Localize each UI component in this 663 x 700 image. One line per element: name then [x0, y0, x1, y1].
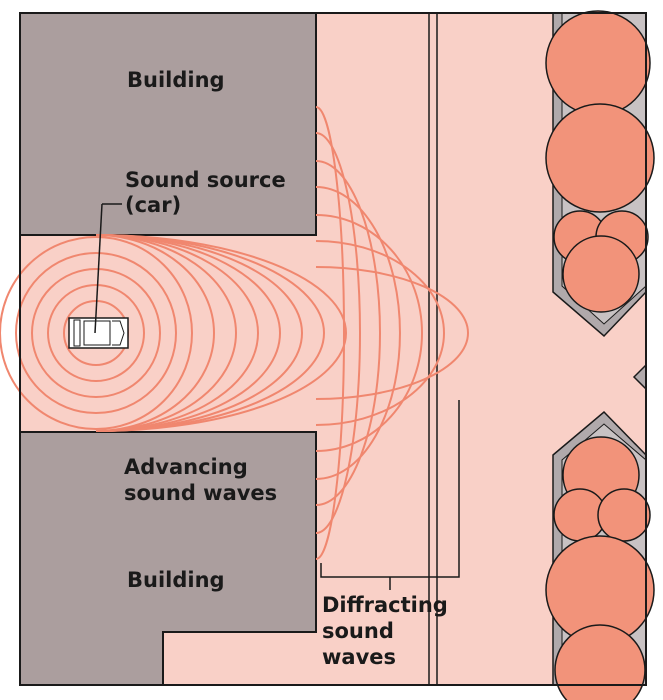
diffracting-waves-label-2: sound [322, 619, 394, 643]
advancing-waves-sublabel: sound waves [124, 481, 277, 505]
diffracted-wave [315, 106, 345, 560]
building-top [19, 12, 317, 236]
wave-circle [47, 284, 145, 382]
wave-arc [95, 234, 303, 432]
diffracted-wave [315, 266, 469, 400]
building-bottom-label: Building [127, 568, 225, 592]
wave-arc [95, 234, 325, 432]
wave-arc [95, 234, 281, 432]
building-top-label: Building [127, 68, 225, 92]
diffracting-waves-label: Diffracting [322, 593, 448, 617]
diffracted-wave [315, 214, 423, 452]
wave-arc [95, 234, 347, 432]
wave-arc [95, 234, 259, 432]
wave-circle [0, 236, 193, 430]
diffracted-wave [315, 132, 361, 534]
advancing-waves-label: Advancing [124, 455, 248, 479]
wave-circle [15, 252, 177, 414]
diffracted-wave [315, 240, 445, 426]
sound-source-label: Sound source [125, 168, 286, 192]
wave-circle [31, 268, 161, 398]
sound-source-sublabel: (car) [125, 193, 181, 217]
tree-icon [545, 10, 655, 700]
diffracted-wave [315, 186, 401, 480]
diffracted-wave [315, 160, 381, 506]
wave-arc [95, 234, 237, 432]
wave-arc [95, 234, 215, 432]
diffracting-waves-label-3: waves [322, 645, 396, 669]
car-icon [68, 317, 129, 349]
car-pointer-line [94, 203, 103, 334]
frame-border [19, 12, 647, 686]
